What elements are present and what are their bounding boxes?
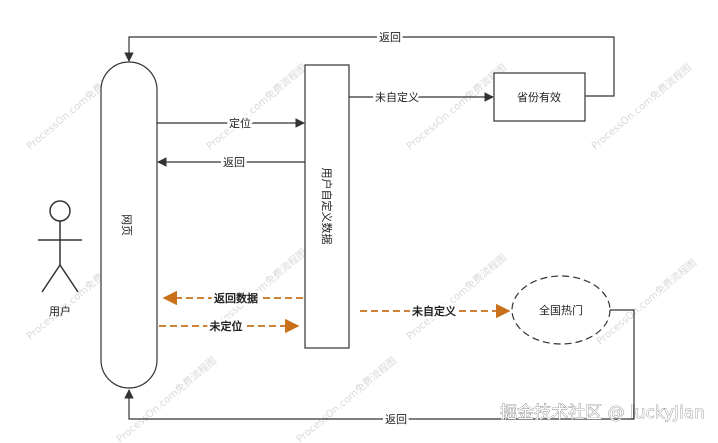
edge-return-from-custom-label: 返回 xyxy=(223,156,245,169)
edge-return-bottom xyxy=(124,309,635,420)
province-valid-label: 省份有效 xyxy=(517,90,561,104)
custom-data-node[interactable] xyxy=(304,64,350,349)
edge-return-top-label: 返回 xyxy=(379,31,401,44)
webpage-label: 网页 xyxy=(120,214,133,236)
edge-return-bottom-label: 返回 xyxy=(385,413,407,426)
watermark-10: ProcessOn.com免费流程图 xyxy=(294,354,399,443)
credit-watermark: 掘金技术社区 @ luckyJian xyxy=(500,403,705,423)
national-hot-label: 全国热门 xyxy=(539,303,583,317)
province-valid-node[interactable] xyxy=(493,72,586,122)
edge-locate-label: 定位 xyxy=(229,116,251,130)
edge-return-data-label: 返回数据 xyxy=(214,291,258,305)
custom-data-label: 用户自定义数据 xyxy=(320,168,334,245)
webpage-node[interactable] xyxy=(100,61,158,389)
watermark-7: ProcessOn.com免费流程图 xyxy=(404,251,509,342)
watermark-2: ProcessOn.com免费流程图 xyxy=(204,61,309,152)
edge-not-custom-top-label: 未自定义 xyxy=(375,90,419,104)
edge-return-top xyxy=(124,36,615,97)
watermark-4: ProcessOn.com免费流程图 xyxy=(589,61,694,152)
watermark-3: ProcessOn.com免费流程图 xyxy=(404,61,509,152)
user-label: 用户 xyxy=(49,304,71,318)
watermark-8: ProcessOn.com免费流程图 xyxy=(594,256,699,347)
edge-not-custom-bottom-label: 未自定义 xyxy=(411,304,457,318)
edge-not-located-label: 未定位 xyxy=(209,319,243,333)
user-actor-icon xyxy=(38,200,82,293)
